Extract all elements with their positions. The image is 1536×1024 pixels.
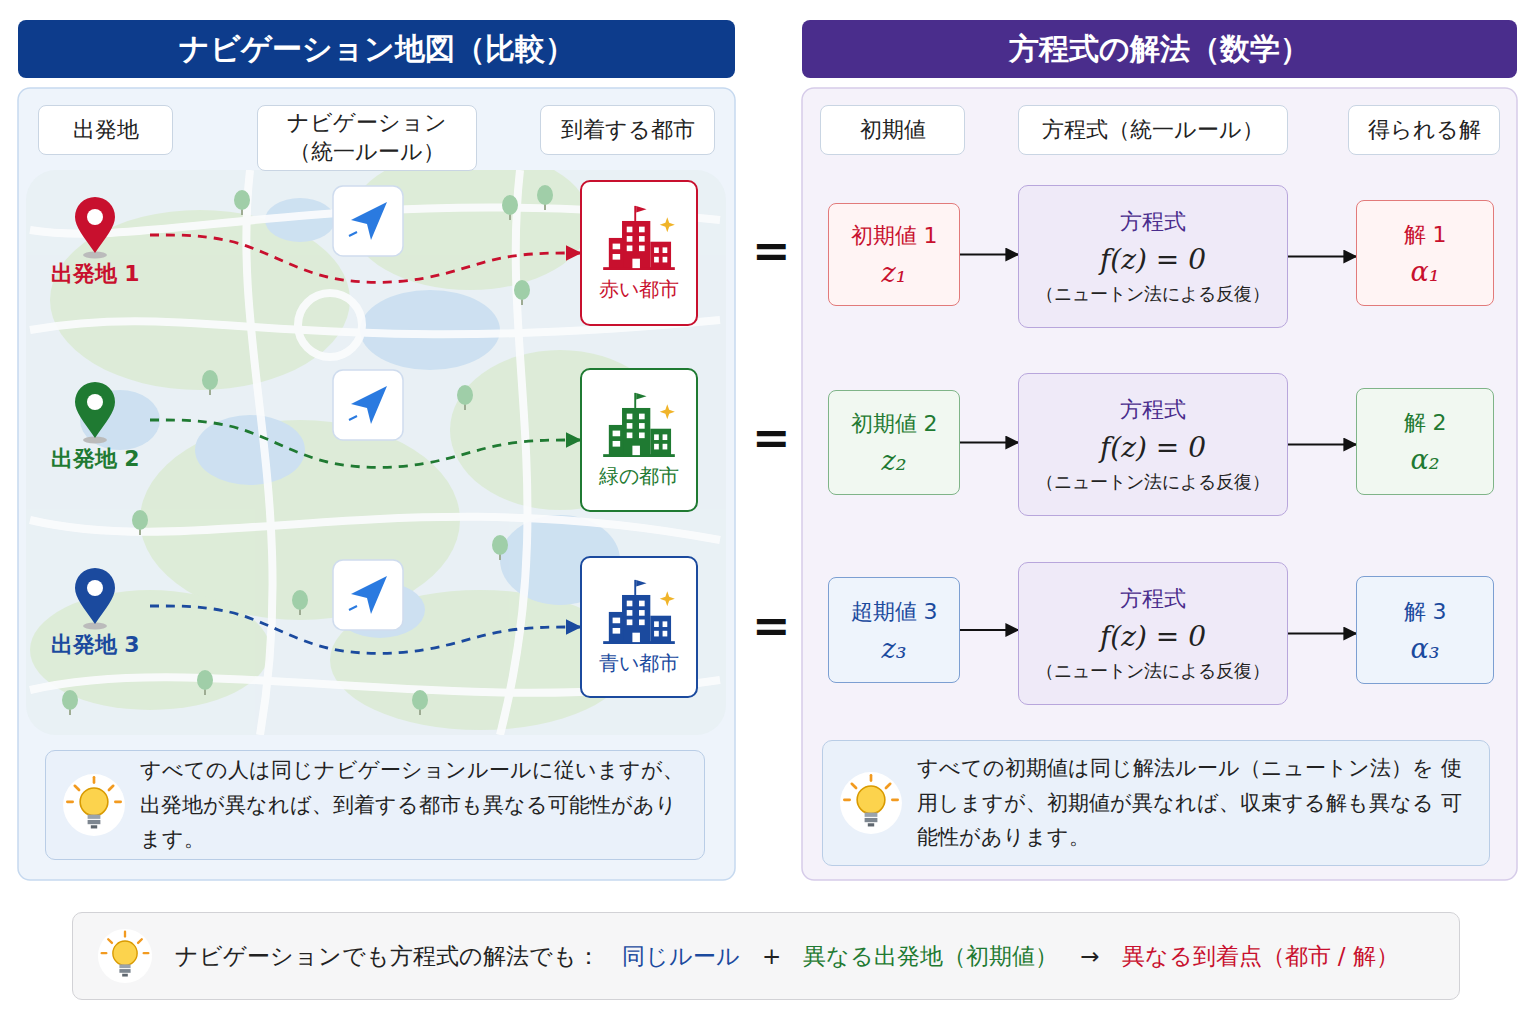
label-text: 初期値 2 (851, 409, 938, 439)
label-text: 出発地 (73, 116, 139, 145)
start-pin: 出発地 3 (40, 566, 150, 684)
label-text: → (1080, 943, 1099, 969)
route-arrow (150, 606, 580, 653)
label-text: 赤い都市 (599, 276, 679, 303)
flow-arrow (960, 629, 1018, 631)
label-text: すべての初期値は同じ解法ルール（ニュートン法）を 使用しますが、初期値が異なれば… (917, 751, 1473, 855)
equals-sign: = (752, 603, 782, 649)
bld-icon (601, 391, 677, 457)
flow-arrow (1288, 255, 1356, 257)
label-text: 出発地 1 (51, 259, 140, 289)
label-text: 出発地 3 (51, 630, 140, 660)
initial-value-box: 初期値 1 z₁ (828, 203, 960, 306)
flow-arrow (1288, 443, 1356, 445)
equation-box: 方程式 f(z) = 0 （ニュートン法による反復） (1018, 562, 1288, 705)
label-text: 方程式 (1120, 207, 1186, 237)
panel-title: 方程式の解法（数学） (802, 20, 1517, 78)
label-text: 方程式 (1120, 584, 1186, 614)
label-text: 緑の都市 (599, 463, 679, 490)
label-text: 得られる解 (1368, 116, 1481, 145)
label-text: ナビゲーション （統一ルール） (266, 109, 468, 166)
label-text: 解 3 (1404, 597, 1447, 627)
equation-box: 方程式 f(z) = 0 （ニュートン法による反復） (1018, 373, 1288, 516)
equals-sign: = (752, 415, 782, 461)
flow-arrow (960, 441, 1018, 443)
label-text: （ニュートン法による反復） (1036, 282, 1270, 306)
label-text: （ニュートン法による反復） (1036, 470, 1270, 494)
label-text: ナビゲーションでも方程式の解法でも： (175, 941, 600, 972)
column-header: 初期値 (820, 105, 965, 155)
start-pin: 出発地 2 (40, 380, 150, 498)
pin-icon (70, 380, 120, 444)
label-text: 解 1 (1404, 220, 1447, 250)
summary-box: ナビゲーションでも方程式の解法でも： 同じルール + 異なる出発地（初期値） → 異なる到… (72, 912, 1460, 1000)
equation-box: 方程式 f(z) = 0 （ニュートン法による反復） (1018, 185, 1288, 328)
column-header: ナビゲーション （統一ルール） (257, 105, 477, 171)
start-pin: 出発地 1 (40, 195, 150, 313)
pin-icon (70, 566, 120, 630)
bulb-icon (62, 773, 126, 837)
label-text: 青い都市 (599, 650, 679, 677)
math-symbol: f(z) = 0 (1100, 431, 1206, 464)
bulb-icon (97, 928, 153, 984)
route-arrow (150, 420, 580, 467)
label-text: 方程式 (1120, 395, 1186, 425)
city-box: 青い都市 (580, 556, 698, 698)
math-symbol: f(z) = 0 (1100, 620, 1206, 653)
initial-value-box: 初期値 2 z₂ (828, 390, 960, 495)
label-text: 異なる出発地（初期値） (803, 941, 1058, 972)
label-text: 異なる到着点（都市 / 解） (1122, 941, 1399, 972)
panel: 初期値 方程式（統一ルール） 得られる解初期値 1 z₁ 方程式 f(z) = 0 （ニュー… (802, 88, 1517, 880)
panel: 出発地 ナビゲーション （統一ルール） 到着する都市出発地 1 赤い都市出発地 2 緑の… (18, 88, 735, 880)
city-box: 赤い都市 (580, 180, 698, 326)
bld-icon (601, 578, 677, 644)
column-header: 得られる解 (1348, 105, 1500, 155)
math-symbol: α₃ (1410, 633, 1439, 664)
label-text: 超期値 3 (851, 597, 938, 627)
math-symbol: z₂ (881, 445, 906, 476)
pin-icon (70, 195, 120, 259)
column-header: 方程式（統一ルール） (1018, 105, 1288, 155)
flow-arrow (960, 253, 1018, 255)
solution-box: 解 3 α₃ (1356, 576, 1494, 684)
equals-sign: = (752, 228, 782, 274)
note-box: すべての人は同じナビゲーションルールに従いますが、 出発地が異なれば、到着する都… (45, 750, 705, 860)
note-box: すべての初期値は同じ解法ルール（ニュートン法）を 使用しますが、初期値が異なれば… (822, 740, 1490, 866)
label-text: 初期値 1 (851, 221, 938, 251)
column-header: 出発地 (38, 105, 173, 155)
label-text: + (762, 943, 781, 969)
solution-box: 解 1 α₁ (1356, 200, 1494, 306)
city-box: 緑の都市 (580, 368, 698, 512)
solution-box: 解 2 α₂ (1356, 388, 1494, 495)
bulb-icon (839, 771, 903, 835)
column-header: 到着する都市 (540, 105, 715, 155)
label-text: 方程式（統一ルール） (1042, 116, 1264, 145)
route-arrow (150, 235, 580, 282)
label-text: 同じルール (622, 941, 740, 972)
math-symbol: z₃ (881, 633, 906, 664)
label-text: 出発地 2 (51, 444, 140, 474)
label-text: すべての人は同じナビゲーションルールに従いますが、 出発地が異なれば、到着する都… (140, 753, 688, 857)
math-symbol: z₁ (881, 257, 906, 288)
math-symbol: f(z) = 0 (1100, 243, 1206, 276)
label-text: 到着する都市 (561, 116, 695, 145)
initial-value-box: 超期値 3 z₃ (828, 577, 960, 683)
math-symbol: α₁ (1410, 256, 1439, 287)
label-text: 解 2 (1404, 408, 1447, 438)
math-symbol: α₂ (1410, 444, 1439, 475)
label-text: （ニュートン法による反復） (1036, 659, 1270, 683)
bld-icon (601, 204, 677, 270)
panel-title: ナビゲーション地図（比較） (18, 20, 735, 78)
label-text: 初期値 (860, 116, 926, 145)
flow-arrow (1288, 632, 1356, 634)
